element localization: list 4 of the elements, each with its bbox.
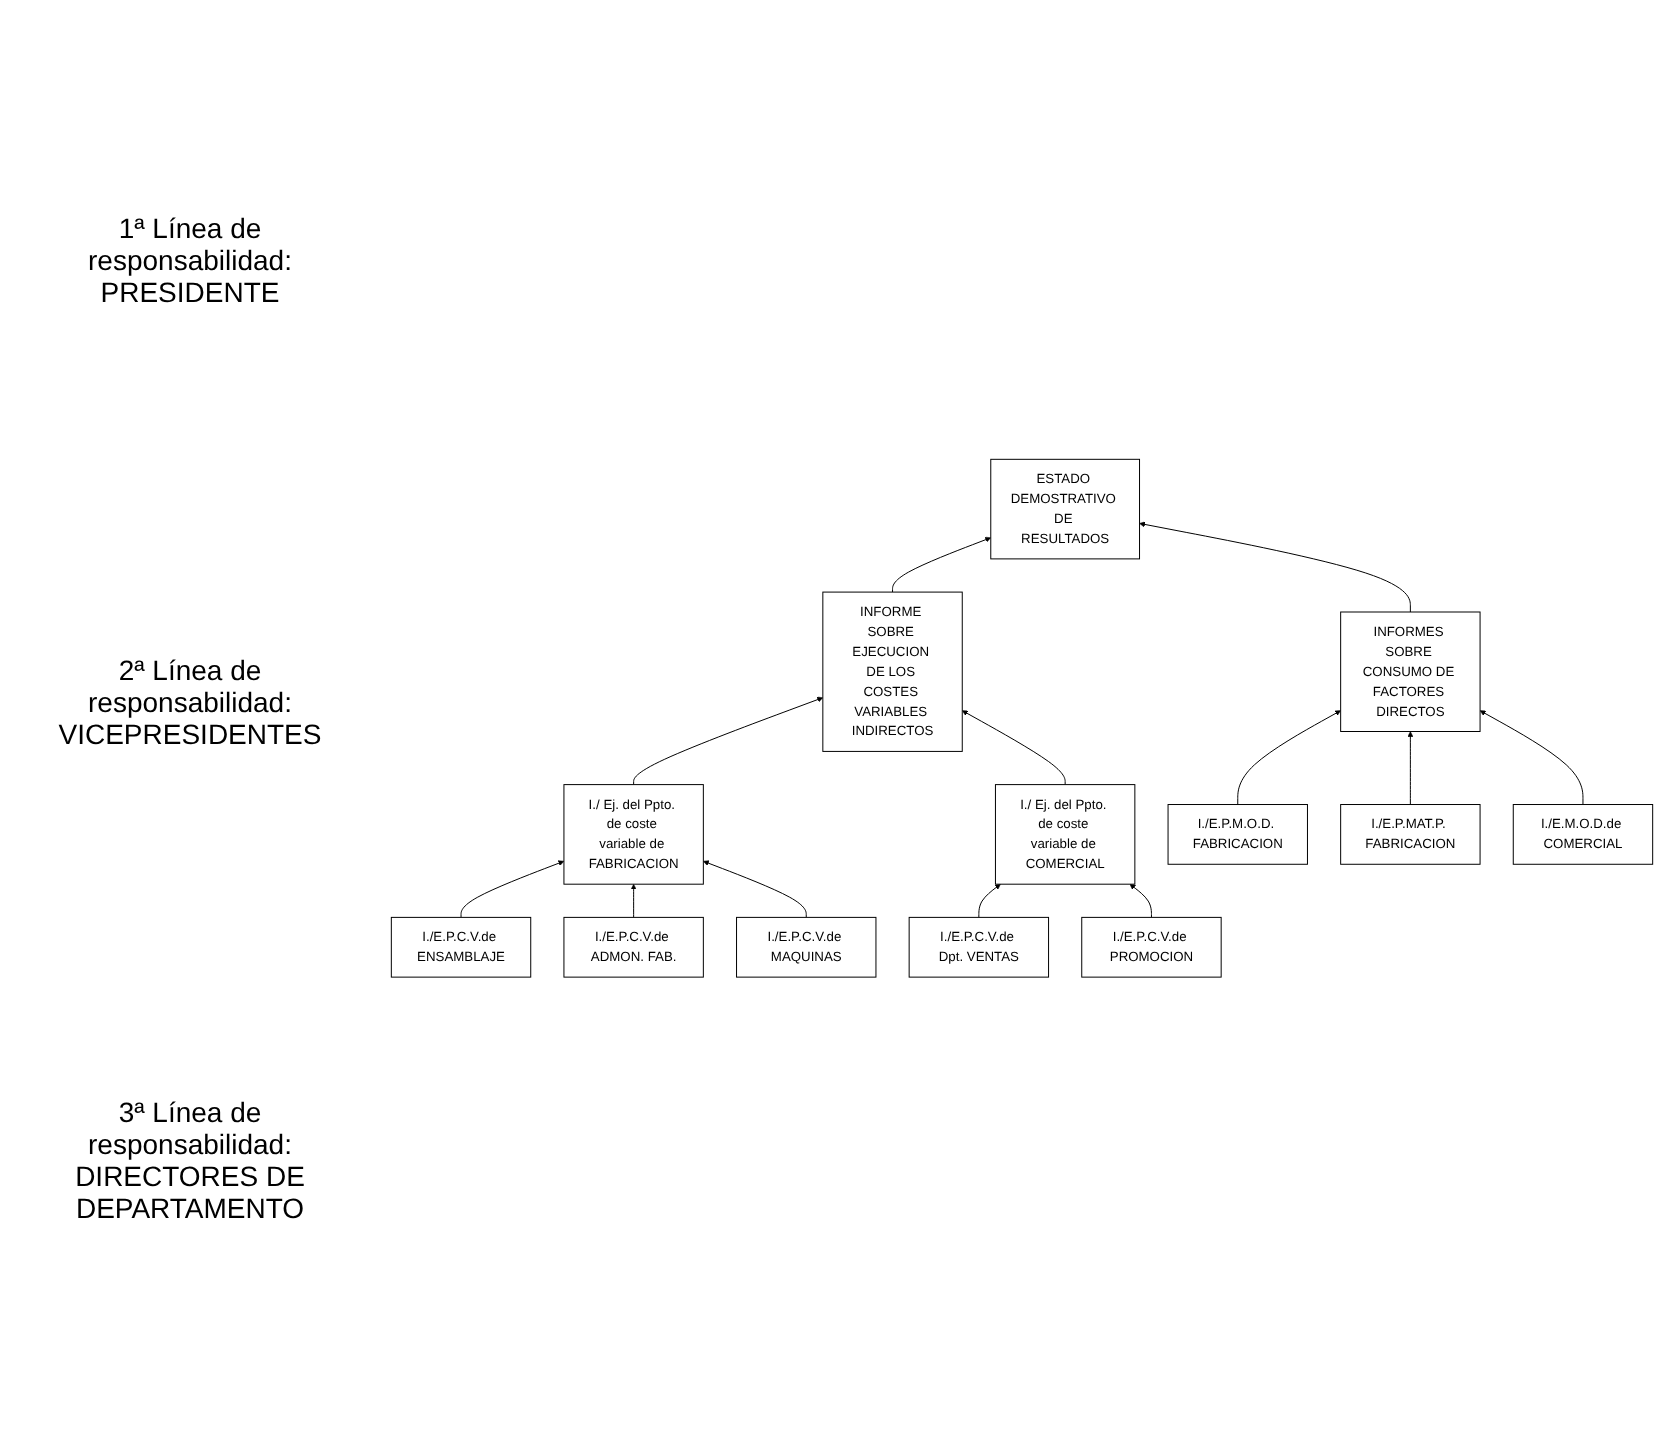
responsibility-line-note: 3ª Línea de responsabilidad: DIRECTORES DE DEPARTAMENTO [73, 1095, 307, 1224]
responsibility-line-note: 2ª Línea de responsabilidad: VICEPRESIDENTES [56, 653, 324, 750]
responsibility-line-note: 1ª Línea de responsabilidad: PRESIDENTE [86, 212, 294, 309]
arrow [1236, 710, 1340, 805]
